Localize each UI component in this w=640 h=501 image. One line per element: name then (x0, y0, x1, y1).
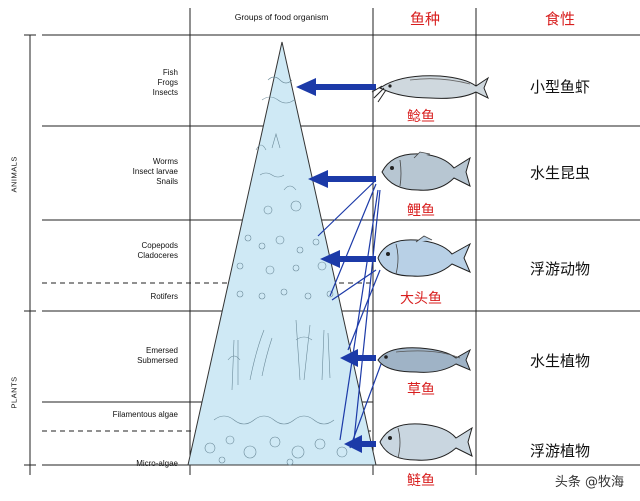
fish-name-bighead-carp: 大头鱼 (400, 291, 442, 307)
fish-name-carp: 鲤鱼 (407, 203, 435, 219)
level-rotifers: Rotifers (150, 292, 178, 301)
fish-name-grass-carp: 草鱼 (407, 382, 435, 398)
fish-name-catfish: 鲶鱼 (407, 109, 435, 125)
habit-zooplankton: 浮游动物 (529, 260, 590, 278)
catfish-icon (371, 75, 490, 103)
habit-column-header: 食性 (544, 10, 575, 28)
habit-aquatic-insects: 水生昆虫 (529, 164, 590, 182)
habit-phytoplankton: 浮游植物 (529, 442, 590, 460)
plants-label: PLANTS (9, 376, 19, 409)
carp-icon (381, 151, 471, 191)
level-filamentous-algae: Filamentous algae (112, 410, 178, 419)
animals-label: ANIMALS (9, 156, 19, 193)
bighead-carp-icon (377, 235, 472, 277)
habit-aquatic-plants: 水生植物 (529, 352, 590, 370)
silver-carp-icon (379, 423, 473, 461)
fish-column-header: 鱼种 (409, 10, 440, 28)
groups-header: Groups of food organism (234, 12, 329, 22)
fish-name-silver-carp: 鲢鱼 (407, 473, 435, 489)
habit-small-fish-shrimp: 小型鱼虾 (529, 78, 590, 96)
watermark: 头条 @牧海 (550, 470, 628, 491)
level-micro-algae: Micro-algae (136, 459, 178, 468)
grass-carp-icon (377, 347, 471, 373)
